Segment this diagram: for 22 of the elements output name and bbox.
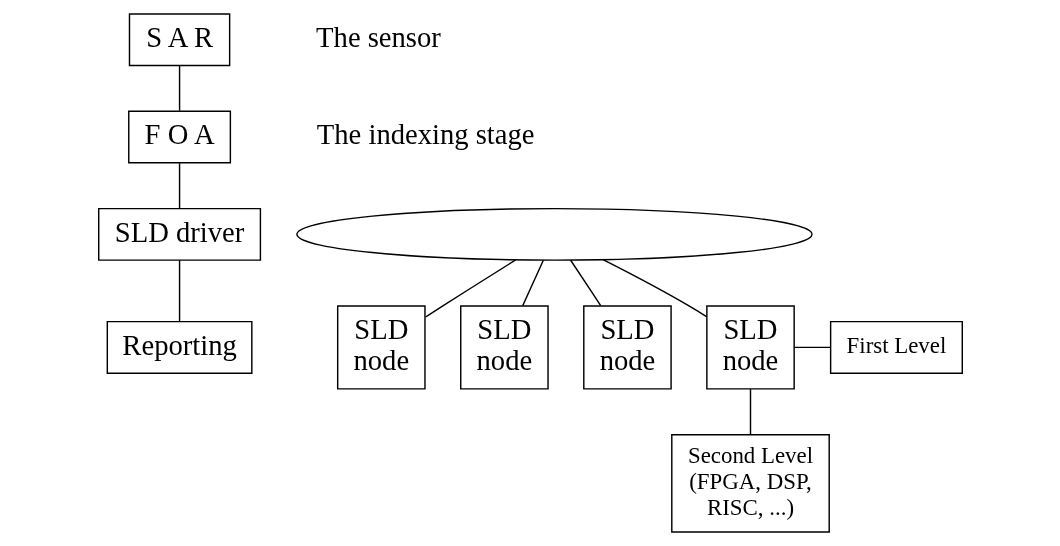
node-label: The sensor: [315, 21, 441, 53]
node-box: SLD node: [459, 305, 549, 390]
connector: [424, 259, 516, 318]
connector: [178, 65, 180, 112]
node-box: SLD node: [705, 305, 795, 390]
connector: [569, 259, 601, 307]
connector: [601, 258, 707, 318]
connector: [178, 162, 180, 209]
node-box: Reporting: [106, 320, 253, 374]
node-box: SLD node: [336, 305, 426, 390]
node-label: The indexing stage: [316, 119, 535, 151]
node-box: F O A: [127, 110, 231, 164]
node-box: First Level: [829, 320, 963, 374]
connector: [793, 346, 831, 349]
node-ellipse: [295, 207, 813, 261]
node-box: SLD node: [582, 305, 672, 390]
connector: [749, 388, 751, 435]
connector: [521, 259, 544, 307]
connector: [178, 259, 180, 323]
node-box: S A R: [128, 13, 230, 67]
node-box: Second Level (FPGA, DSP, RISC, ...): [670, 433, 830, 533]
node-box: SLD driver: [97, 207, 261, 261]
